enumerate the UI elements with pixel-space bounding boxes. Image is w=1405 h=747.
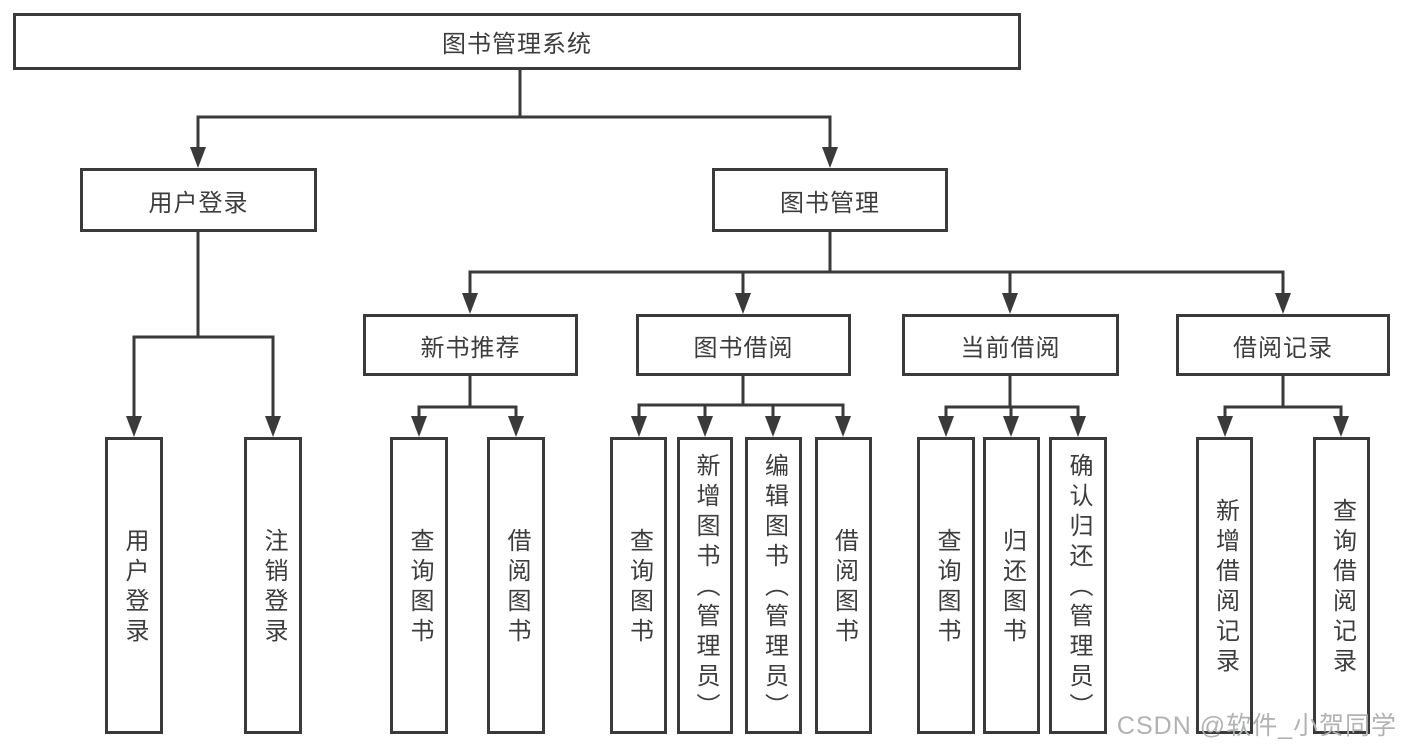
arrowhead-icon [631,416,647,437]
leaf-borrow-books-borrow: 借阅图书 [815,437,872,734]
arrowhead-icon [1003,416,1019,437]
leaf-return-book: 归还图书 [983,437,1040,734]
leaf-user-login: 用户登录 [105,437,163,734]
connector-user-login-children [132,232,275,419]
connector-current-borrow-children [944,376,1080,420]
arrowhead-icon [822,147,838,168]
arrowhead-icon [735,293,751,314]
arrowhead-icon [265,416,281,437]
leaf-query-books-current: 查询图书 [917,437,975,734]
arrowhead-icon [1333,416,1349,437]
csdn-watermark: CSDN @软件_小贺同学 [1116,712,1397,740]
arrowhead-icon [1070,416,1086,437]
node-user-login: 用户登录 [80,168,317,232]
connector-book-borrow-children [637,376,845,420]
node-new-book-recommendation: 新书推荐 [363,314,578,376]
leaf-confirm-return-admin: 确认归还（管理员） [1049,437,1107,734]
connector-new-book-children [417,376,518,420]
node-library-management-system: 图书管理系统 [13,13,1021,70]
arrowhead-icon [1217,416,1233,437]
arrowhead-icon [938,416,954,437]
arrowhead-icon [462,293,478,314]
leaf-edit-book-admin: 编辑图书（管理员） [745,437,802,734]
node-current-borrowing: 当前借阅 [902,314,1119,376]
leaf-query-books-borrow: 查询图书 [610,437,667,734]
leaf-query-books-recommend: 查询图书 [390,437,448,734]
arrowhead-icon [508,416,524,437]
node-borrowing-records: 借阅记录 [1176,314,1390,376]
leaf-borrow-books-recommend: 借阅图书 [487,437,545,734]
arrowhead-icon [1275,293,1291,314]
leaf-logout: 注销登录 [244,437,302,734]
arrowhead-icon [126,416,142,437]
connector-book-mgmt-children [468,232,1285,298]
leaf-add-borrow-record: 新增借阅记录 [1196,437,1253,734]
arrowhead-icon [765,416,781,437]
arrowhead-icon [835,416,851,437]
connector-root-to-level2 [196,70,832,150]
leaf-add-book-admin: 新增图书（管理员） [677,437,733,734]
node-book-borrowing: 图书借阅 [636,314,851,376]
arrowhead-icon [1002,293,1018,314]
arrowhead-icon [411,416,427,437]
arrowhead-icon [190,147,206,168]
connector-borrow-records-children [1223,376,1343,420]
node-book-management: 图书管理 [712,168,948,232]
leaf-query-borrow-record: 查询借阅记录 [1313,437,1370,734]
arrowhead-icon [697,416,713,437]
